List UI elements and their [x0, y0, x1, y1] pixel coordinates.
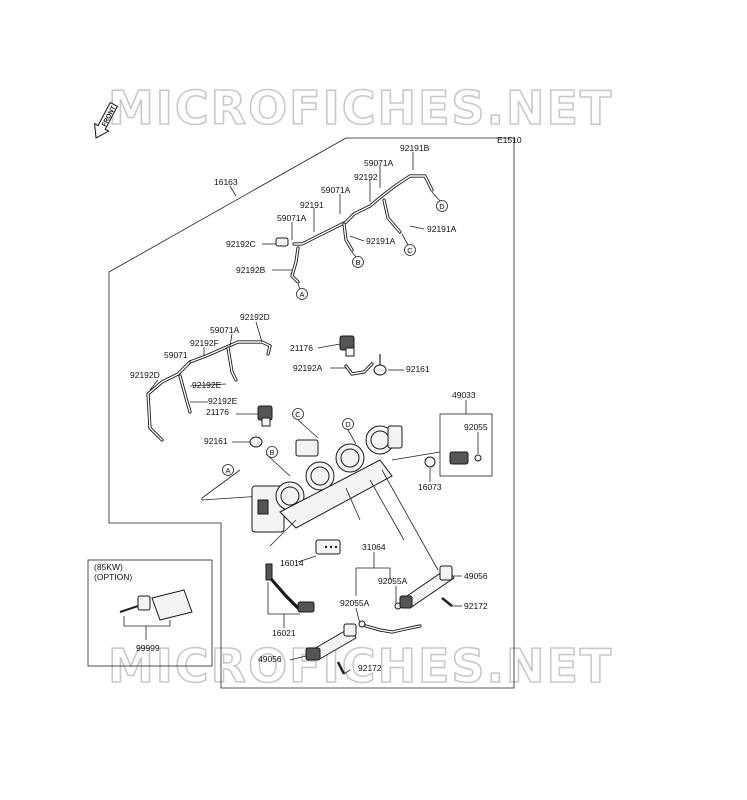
screw-92161-upper [373, 354, 387, 376]
label-92161-1: 92161 [406, 364, 430, 374]
label-16163: 16163 [214, 177, 238, 187]
callout-C-lower [292, 408, 304, 420]
label-49056-2: 49056 [258, 654, 282, 664]
bolt-92172-lower [336, 661, 346, 675]
sensor-21176-upper [339, 335, 355, 357]
callout-D-lower [342, 418, 354, 430]
svg-text:D: D [439, 202, 445, 211]
label-21176-1: 21176 [290, 343, 313, 353]
diagram-code: E1510 [497, 135, 522, 145]
fuel-rail-49056-lower [305, 623, 357, 661]
label-92055: 92055 [464, 422, 488, 432]
svg-text:A: A [299, 290, 304, 299]
clamp-92192A [344, 362, 374, 376]
hose-joint-92192C [275, 237, 289, 247]
label-92192E-1: 92192E [192, 380, 222, 390]
callout-A-upper [296, 288, 308, 300]
label-59071A-2: 59071A [321, 185, 351, 195]
label-92192E-2: 92192E [208, 396, 238, 406]
label-92191A-1: 92191A [427, 224, 457, 234]
option-box-line2: (OPTION) [94, 572, 132, 582]
label-92055A-1: 92055A [378, 576, 408, 586]
callout-A-lower [222, 464, 234, 476]
bolt-92172-right [441, 597, 453, 607]
label-92191B: 92191B [400, 143, 430, 153]
throttle-body-assembly [251, 425, 403, 533]
callout-B-lower [266, 446, 278, 458]
label-99999: 99999 [136, 643, 160, 653]
sensor-21176-lower [257, 405, 273, 427]
watermark-top: MICROFICHES.NET [108, 81, 613, 135]
label-92191: 92191 [300, 200, 324, 210]
callout-C-upper [404, 244, 416, 256]
harness-16021 [265, 563, 315, 613]
label-92192B: 92192B [236, 265, 266, 275]
label-59071: 59071 [164, 350, 188, 360]
svg-text:B: B [355, 258, 360, 267]
label-92191A-2: 92191A [366, 236, 396, 246]
label-92192: 92192 [354, 172, 378, 182]
option-kit-99999 [119, 589, 193, 621]
svg-text:D: D [345, 420, 351, 429]
sensor-16073 [424, 456, 436, 468]
label-92192A: 92192A [293, 363, 323, 373]
label-92192C: 92192C [226, 239, 256, 249]
svg-text:C: C [407, 246, 413, 255]
injector-16014 [315, 539, 341, 555]
callout-D-upper [436, 200, 448, 212]
label-92161-2: 92161 [204, 436, 228, 446]
label-21176-2: 21176 [206, 407, 229, 417]
screw-92161-lower [249, 436, 263, 448]
label-59071A-3: 59071A [277, 213, 307, 223]
svg-text:C: C [295, 410, 301, 419]
label-92192D-left: 92192D [130, 370, 160, 380]
label-16021: 16021 [272, 628, 296, 638]
label-92055A-2: 92055A [340, 598, 370, 608]
label-59071A-4: 59071A [210, 325, 240, 335]
label-59071A-1: 59071A [364, 158, 394, 168]
label-31064: 31064 [362, 542, 386, 552]
svg-text:B: B [269, 448, 274, 457]
label-16073: 16073 [418, 482, 442, 492]
label-49056-1: 49056 [464, 571, 488, 581]
label-92172-1: 92172 [464, 601, 488, 611]
label-92192F: 92192F [190, 338, 219, 348]
label-92192D-top: 92192D [240, 312, 270, 322]
fuel-rail-49056-right [399, 565, 455, 609]
sensor-49033 [449, 451, 482, 465]
option-box [87, 559, 213, 667]
callout-B-upper [352, 256, 364, 268]
watermark-bottom: MICROFICHES.NET [108, 639, 613, 693]
assembly-outline [108, 137, 515, 689]
label-16014: 16014 [280, 558, 304, 568]
label-92172-2: 92172 [358, 663, 382, 673]
option-box-line1: (85KW) [94, 562, 123, 572]
svg-text:A: A [225, 466, 230, 475]
fuel-pipe-31064 [358, 602, 422, 634]
label-49033: 49033 [452, 390, 476, 400]
